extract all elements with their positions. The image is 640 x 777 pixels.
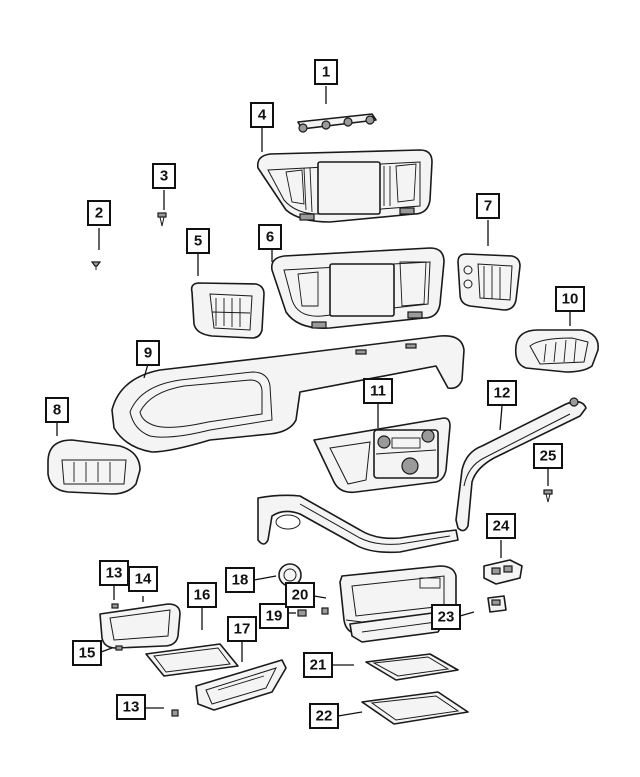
callout-22: 22 (309, 703, 339, 729)
callout-8-label: 8 (53, 402, 61, 419)
part-4-cluster-bezel (256, 149, 433, 223)
lower-trim-panel (257, 494, 459, 554)
part-23-connector (487, 595, 507, 613)
callout-15: 15 (72, 640, 102, 666)
callout-21: 21 (303, 652, 333, 678)
callout-16-label: 16 (194, 587, 211, 604)
callout-10: 10 (555, 286, 585, 312)
callout-17: 17 (227, 616, 257, 642)
part-3-screw (157, 212, 167, 227)
callout-24: 24 (486, 513, 516, 539)
callout-12: 12 (487, 380, 517, 406)
part-5-vent (190, 282, 265, 339)
callout-9: 9 (136, 340, 160, 366)
callout-23: 23 (431, 604, 461, 630)
callout-22-label: 22 (316, 708, 333, 725)
callout-23-label: 23 (438, 609, 455, 626)
callout-19-label: 19 (266, 608, 283, 625)
callout-20: 20 (285, 582, 315, 608)
callout-13-lower-label: 13 (123, 699, 140, 716)
callout-12-label: 12 (494, 385, 511, 402)
callout-18-label: 18 (232, 572, 249, 589)
part-19-clip (297, 607, 329, 617)
callout-17-label: 17 (234, 621, 251, 638)
callout-13-lower: 13 (116, 694, 146, 720)
callout-5: 5 (186, 228, 210, 254)
callout-18: 18 (225, 567, 255, 593)
callout-1: 1 (314, 59, 338, 85)
part-12-trim-strip (455, 397, 587, 532)
callout-25-label: 25 (540, 448, 557, 465)
callout-3-label: 3 (160, 168, 168, 185)
callout-7: 7 (476, 193, 500, 219)
callout-3: 3 (152, 163, 176, 189)
callout-8: 8 (45, 397, 69, 423)
callout-10-label: 10 (562, 291, 579, 308)
callout-20-label: 20 (292, 587, 309, 604)
callout-2-label: 2 (95, 205, 103, 222)
callout-9-label: 9 (144, 345, 152, 362)
part-16-liner (145, 643, 239, 677)
callout-5-label: 5 (194, 233, 202, 250)
callout-14-label: 14 (135, 571, 152, 588)
part-17-door-trim (195, 659, 287, 711)
callout-16: 16 (187, 582, 217, 608)
callout-25: 25 (533, 443, 563, 469)
part-8-side-vent (47, 439, 141, 495)
part-1-clip (297, 113, 377, 133)
part-13-clip-lower (171, 709, 179, 717)
callout-2: 2 (87, 200, 111, 226)
part-7-vent (457, 253, 521, 311)
part-2-screw (90, 261, 102, 270)
callout-4: 4 (250, 102, 274, 128)
callout-21-label: 21 (310, 657, 327, 674)
callout-7-label: 7 (484, 198, 492, 215)
callout-4-label: 4 (258, 107, 267, 124)
leader-lines (56, 86, 571, 717)
part-21-mat (365, 653, 459, 681)
callout-1-label: 1 (322, 64, 330, 81)
part-9-panel-trim (111, 334, 465, 453)
part-10-side-vent (514, 329, 599, 373)
part-25-screw (543, 489, 553, 503)
part-11-center-bezel (313, 417, 451, 494)
callout-13-upper: 13 (99, 560, 129, 586)
part-6-bezel (270, 247, 445, 329)
callout-24-label: 24 (493, 518, 510, 535)
callout-13-upper-label: 13 (106, 565, 123, 582)
callout-6-label: 6 (266, 229, 274, 246)
part-14-bracket (99, 603, 181, 651)
callout-14: 14 (128, 566, 158, 592)
callout-19: 19 (259, 603, 289, 629)
callout-6: 6 (258, 224, 282, 250)
callout-15-label: 15 (79, 645, 96, 662)
part-24-switch (483, 559, 523, 585)
callout-11-label: 11 (370, 383, 386, 400)
callout-11: 11 (363, 378, 393, 404)
part-22-mat (361, 691, 469, 725)
